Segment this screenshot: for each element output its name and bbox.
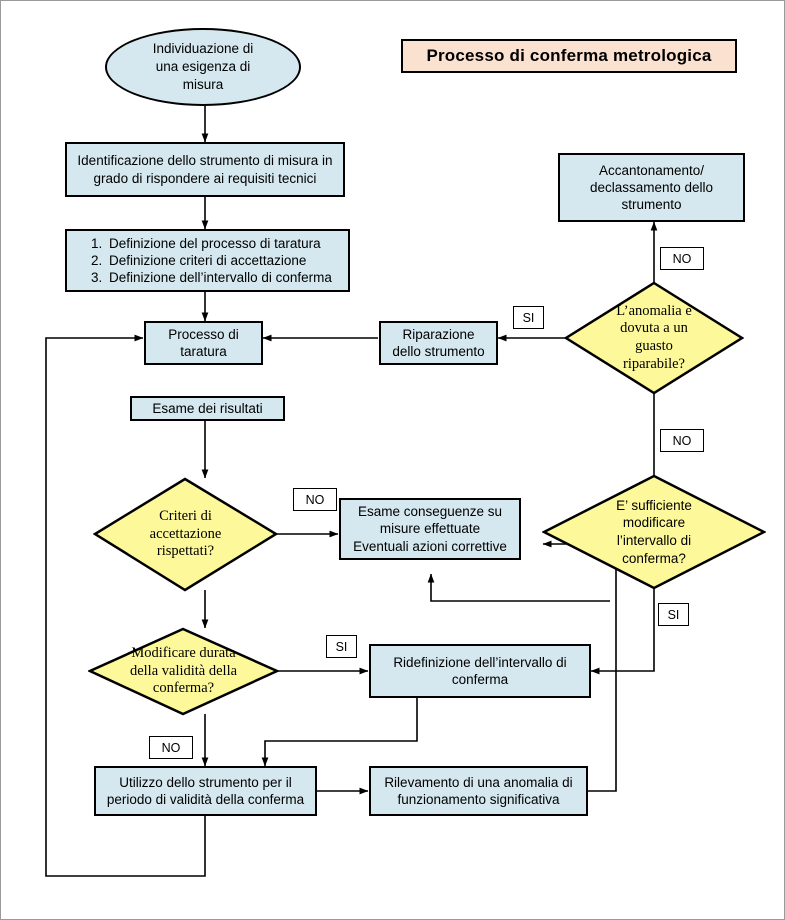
- branch-label-criteri-no-text: NO: [305, 492, 325, 507]
- edge-ridefinizione-to-utilizzo: [261, 698, 418, 767]
- branch-label-anomalia-no: NO: [660, 247, 704, 270]
- node-ridefinizione-label: Ridefinizione dell’intervallo di conferm…: [393, 654, 566, 689]
- start-line-1: Individuazione di: [152, 40, 254, 56]
- taratura-line-1: Processo di: [168, 326, 239, 342]
- node-esame-conseguenze[interactable]: Esame conseguenze su misure effettuate E…: [339, 498, 521, 560]
- node-utilizzo-strumento[interactable]: Utilizzo dello strumento per il periodo …: [94, 766, 317, 816]
- node-esame-conseguenze-label: Esame conseguenze su misure effettuate E…: [353, 503, 507, 555]
- branch-label-modificare-no-text: NO: [161, 740, 181, 755]
- branch-label-sufficiente-no: NO: [660, 429, 704, 452]
- ridefinizione-line-1: Ridefinizione dell’intervallo di: [393, 654, 567, 670]
- node-decision-modificare-durata[interactable]: Modificare durata della validità della c…: [88, 627, 279, 716]
- definizioni-item-2-number: 2.: [91, 252, 103, 268]
- modificare-line-2: della validità della: [129, 662, 238, 679]
- branch-label-criteri-no: NO: [293, 488, 337, 511]
- esame-conseguenze-line-2: misure effettuate: [379, 521, 481, 537]
- node-processo-taratura[interactable]: Processo di taratura: [144, 321, 263, 365]
- definizioni-item-1-number: 1.: [91, 235, 103, 251]
- esame-conseguenze-line-1: Esame conseguenze su: [357, 504, 503, 520]
- sufficiente-line-2: modificare: [622, 515, 686, 531]
- definizioni-item-1: 1. Definizione del processo di taratura: [91, 235, 342, 252]
- start-line-2: una esigenza di: [155, 58, 251, 74]
- criteri-line-3: rispettati?: [156, 543, 215, 560]
- node-identificazione-strumento[interactable]: Identificazione dello strumento di misur…: [65, 142, 345, 197]
- criteri-line-1: Criteri di: [159, 507, 212, 524]
- edge-sufficiente-si-to-ridefinizione: [590, 587, 655, 675]
- definizioni-item-2: 2. Definizione criteri di accettazione: [91, 252, 342, 269]
- esame-risultati-label: Esame dei risultati: [152, 400, 263, 416]
- definizioni-item-3-number: 3.: [91, 270, 103, 286]
- modificare-line-3: conferma?: [152, 680, 215, 697]
- riparazione-line-1: Riparazione: [402, 326, 475, 342]
- definizioni-item-3-text: Definizione dell’intervallo di conferma: [109, 270, 332, 286]
- anomalia-line-4: riparabile?: [623, 355, 685, 372]
- branch-label-anomalia-si-text: SI: [522, 310, 535, 325]
- utilizzo-line-1: Utilizzo dello strumento per il: [119, 774, 292, 790]
- branch-label-sufficiente-si: SI: [658, 603, 689, 626]
- criteri-line-2: accettazione: [149, 525, 222, 542]
- node-ridefinizione-intervallo[interactable]: Ridefinizione dell’intervallo di conferm…: [369, 644, 591, 698]
- taratura-line-2: taratura: [180, 344, 227, 359]
- rilevamento-line-2: funzionamento significativa: [397, 792, 560, 807]
- sufficiente-line-3: l’intervallo di: [616, 533, 692, 548]
- modificare-line-1: Modificare durata: [131, 644, 236, 661]
- node-accantonamento-label: Accantonamento/ declassamento dello stru…: [590, 162, 713, 214]
- node-rilevamento-label: Rilevamento di una anomalia di funzionam…: [384, 774, 572, 809]
- accantonamento-line-2: declassamento dello: [589, 179, 714, 195]
- ridefinizione-line-2: conferma: [451, 672, 509, 687]
- branch-label-anomalia-no-text: NO: [672, 251, 692, 266]
- node-riparazione-strumento[interactable]: Riparazione dello strumento: [379, 321, 498, 365]
- node-start-label: Individuazione di una esigenza di misura: [153, 40, 254, 95]
- branch-label-modificare-si-text: SI: [335, 639, 348, 654]
- node-esame-risultati[interactable]: Esame dei risultati: [130, 396, 285, 421]
- riparazione-line-2: dello strumento: [392, 344, 485, 359]
- branch-label-sufficiente-si-text: SI: [667, 607, 680, 622]
- node-decision-anomalia-guasto[interactable]: L’anomalia è dovuta a un guasto riparabi…: [564, 281, 744, 395]
- node-accantonamento[interactable]: Accantonamento/ declassamento dello stru…: [558, 153, 745, 222]
- definizioni-item-1-text: Definizione del processo di taratura: [109, 235, 321, 251]
- branch-label-anomalia-si: SI: [513, 306, 544, 329]
- utilizzo-line-2: periodo di validità della conferma: [106, 792, 305, 807]
- accantonamento-line-1: Accantonamento/: [598, 162, 705, 178]
- accantonamento-line-3: strumento: [621, 197, 682, 213]
- identificazione-line-1: Identificazione dello strumento di misur…: [77, 153, 333, 169]
- node-definizioni-list: 1. Definizione del processo di taratura 2…: [73, 235, 342, 287]
- node-start-individuazione[interactable]: Individuazione di una esigenza di misura: [105, 28, 301, 106]
- anomalia-line-3: guasto: [635, 338, 673, 354]
- node-decision-sufficiente-modificare[interactable]: E’ sufficiente modificare l’intervallo d…: [542, 474, 766, 590]
- definizioni-item-3: 3. Definizione dell’intervallo di conferm…: [91, 269, 342, 286]
- branch-label-modificare-si: SI: [326, 635, 357, 658]
- node-identificazione-label: Identificazione dello strumento di misur…: [77, 152, 332, 187]
- node-rilevamento-anomalia[interactable]: Rilevamento di una anomalia di funzionam…: [369, 766, 588, 816]
- anomalia-line-1: L’anomalia è: [616, 302, 692, 319]
- sufficiente-line-1: E’ sufficiente: [616, 497, 692, 513]
- sufficiente-line-4: conferma?: [622, 550, 686, 566]
- node-decision-criteri-accettazione[interactable]: Criteri di accettazione rispettati?: [93, 477, 278, 592]
- node-sufficiente-label: E’ sufficiente modificare l’intervallo d…: [616, 497, 692, 567]
- rilevamento-line-1: Rilevamento di una anomalia di: [384, 774, 573, 790]
- node-definizioni[interactable]: 1. Definizione del processo di taratura 2…: [65, 229, 350, 292]
- start-line-3: misura: [182, 77, 224, 93]
- node-utilizzo-label: Utilizzo dello strumento per il periodo …: [107, 774, 304, 809]
- identificazione-line-2: grado di rispondere ai requisiti tecnici: [93, 170, 317, 186]
- branch-label-sufficiente-no-text: NO: [672, 433, 692, 448]
- branch-label-modificare-no: NO: [149, 736, 193, 759]
- node-taratura-label: Processo di taratura: [168, 326, 239, 361]
- esame-conseguenze-line-3: Eventuali azioni correttive: [353, 538, 507, 554]
- node-anomalia-label: L’anomalia è dovuta a un guasto riparabi…: [616, 303, 692, 374]
- anomalia-line-2: dovuta a un: [620, 320, 688, 337]
- diagram-title: Processo di conferma metrologica: [401, 39, 737, 73]
- node-criteri-label: Criteri di accettazione rispettati?: [150, 508, 222, 561]
- diagram-title-text: Processo di conferma metrologica: [426, 46, 712, 65]
- definizioni-item-2-text: Definizione criteri di accettazione: [109, 252, 307, 268]
- node-riparazione-label: Riparazione dello strumento: [392, 326, 484, 361]
- node-modificare-label: Modificare durata della validità della c…: [130, 645, 237, 698]
